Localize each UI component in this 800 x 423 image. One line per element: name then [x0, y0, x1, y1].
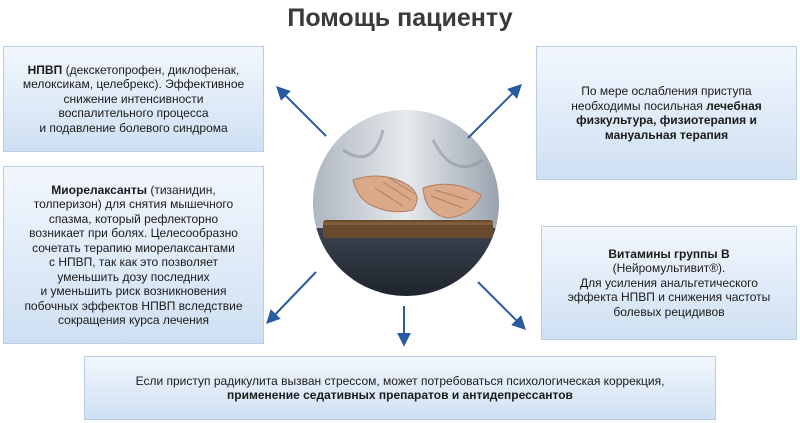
vitamins-text-line: болевых рецидивов: [613, 304, 725, 319]
arrow-to-physio: [467, 84, 522, 139]
physio-bold-text: мануальная терапия: [604, 127, 729, 142]
nsaid-name: НПВП: [27, 62, 63, 77]
nsaid-drugs: (декскетопрофен, диклофенак,: [62, 62, 240, 77]
relaxants-text-line: толперизон) для снятия мышечного: [33, 197, 234, 211]
relaxants-text-line: сокращения курса лечения: [58, 313, 209, 327]
nsaid-text-line: снижение интенсивности: [63, 91, 204, 106]
relaxants-text-line: возникает при болях. Целесообразно: [29, 226, 238, 240]
relaxants-text-line: с НПВП, так как это позволяет: [48, 255, 218, 269]
relaxants-name: Миорелаксанты: [51, 182, 147, 197]
nsaid-text-line: воспалительного процесса: [58, 106, 209, 121]
relaxants-drugs: (тизанидин,: [147, 182, 216, 197]
physiotherapy-box: По мере ослабления приступа необходимы п…: [536, 46, 797, 180]
nsaid-box: НПВП (декскетопрофен, диклофенак, мелокс…: [3, 46, 264, 152]
vitamins-name: Витамины группы В: [608, 246, 730, 261]
sedatives-text-line: Если приступ радикулита вызван стрессом,…: [135, 373, 665, 388]
nsaid-text-line: мелоксикам, целебрекс). Эффективное: [22, 77, 245, 92]
relaxants-text-line: спазма, который рефлекторно: [48, 211, 219, 226]
relaxants-text-line: сочетать терапию миорелаксантами: [32, 240, 235, 255]
arrow-to-vitamins: [477, 281, 526, 330]
physio-text-line: По мере ослабления приступа: [581, 84, 752, 98]
vitamins-text-line: эффекта НПВП и снижения частоты: [567, 290, 771, 305]
vitamins-b-box: Витамины группы В (Нейромультивит®). Для…: [541, 226, 797, 340]
nsaid-text-line: и подавление болевого синдрома: [39, 120, 228, 135]
relaxants-text-line: и уменьшить риск возникновения: [40, 284, 227, 298]
relaxants-text-line: уменьшить дозу последних: [57, 269, 210, 284]
arrow-to-relaxants: [266, 271, 317, 325]
sedatives-bold-text: применение седативных препаратов и антид…: [227, 388, 573, 402]
physio-bold-text: физкультура, физиотерапия и: [576, 113, 757, 127]
sedatives-box: Если приступ радикулита вызван стрессом,…: [84, 356, 716, 420]
physio-bold-text: лечебная: [706, 98, 762, 113]
page-title: Помощь пациенту: [287, 4, 513, 32]
back-pain-photo: [313, 110, 499, 296]
relaxants-text-line: побочных эффектов НПВП вследствие: [24, 298, 243, 313]
muscle-relaxants-box: Миорелаксанты (тизанидин, толперизон) дл…: [3, 166, 264, 344]
arrow-to-nsaid: [276, 86, 327, 137]
physio-text-line: необходимы посильная: [571, 98, 707, 113]
vitamins-brand: (Нейромультивит®).: [612, 261, 726, 276]
vitamins-text-line: Для усиления анальгетического: [580, 275, 758, 290]
